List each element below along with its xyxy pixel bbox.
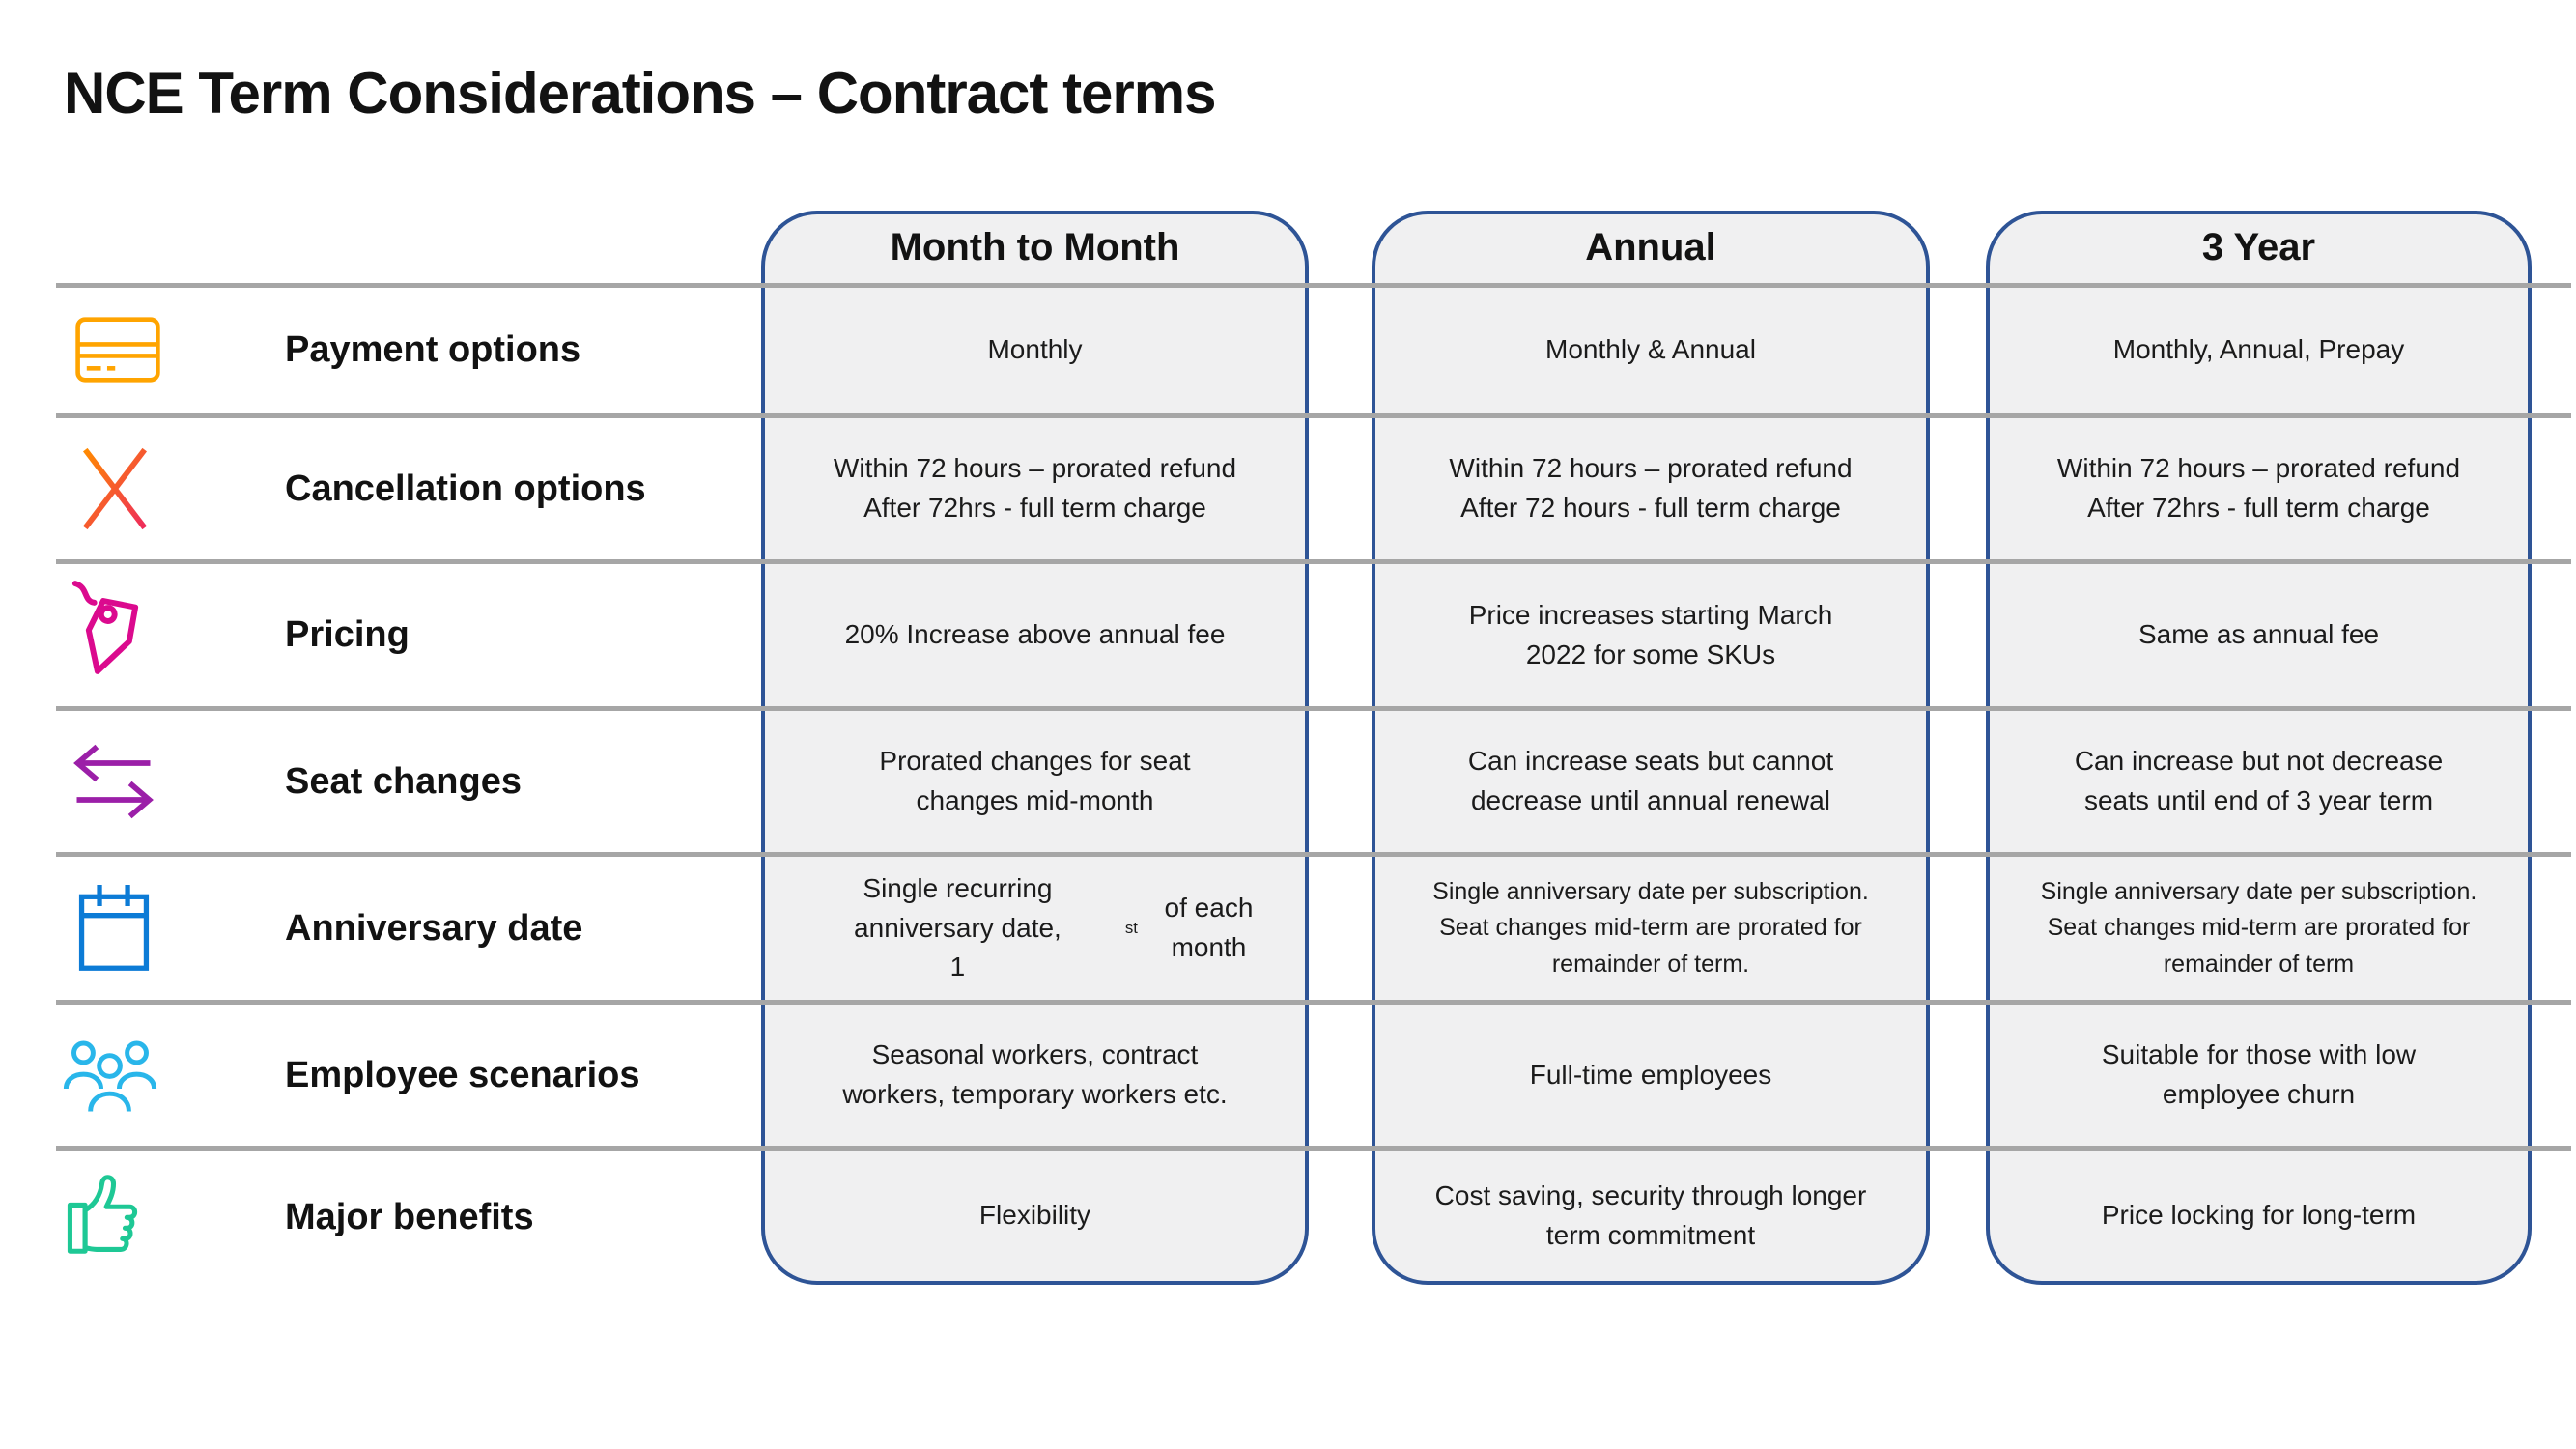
column-header-month-to-month: Month to Month	[890, 226, 1180, 269]
cancel-x-icon	[77, 442, 153, 535]
cell-benefits-month-to-month: Flexibility	[978, 1200, 1091, 1231]
row-divider	[56, 706, 2571, 711]
row-divider	[56, 283, 2571, 288]
credit-card-icon	[73, 315, 162, 384]
row-label-seat-changes: Seat changes	[285, 760, 522, 802]
cell-payment-month-to-month: Monthly	[987, 334, 1083, 365]
cell-payment-3-year: Monthly, Annual, Prepay	[2112, 334, 2405, 365]
cell-benefits-3-year: Price locking for long-term	[2101, 1200, 2417, 1231]
column-header-3-year: 3 Year	[2201, 226, 2316, 269]
column-pill-annual	[1372, 211, 1930, 1285]
page-title: NCE Term Considerations – Contract terms	[64, 61, 1216, 126]
cell-seat-changes-annual: Can increase seats but cannot decrease u…	[1467, 746, 1834, 815]
people-icon	[60, 1035, 160, 1116]
row-label-employee-scenarios: Employee scenarios	[285, 1054, 640, 1095]
row-label-pricing: Pricing	[285, 614, 410, 655]
cell-benefits-annual: Cost saving, security through longer ter…	[1434, 1179, 1867, 1250]
cell-pricing-annual: Price increases starting March 2022 for …	[1468, 599, 1833, 669]
row-label-payment-options: Payment options	[285, 329, 581, 370]
row-divider	[56, 852, 2571, 857]
column-pill-month-to-month	[761, 211, 1309, 1285]
row-label-major-benefits: Major benefits	[285, 1197, 534, 1237]
column-pill-3-year	[1986, 211, 2532, 1285]
cell-anniversary-3-year: Single anniversary date per subscription…	[2040, 877, 2477, 978]
cell-employee-annual: Full-time employees	[1529, 1059, 1772, 1090]
price-tag-icon	[62, 580, 153, 690]
cell-anniversary-annual: Single anniversary date per subscription…	[1432, 877, 1869, 978]
thumbs-up-icon	[64, 1166, 153, 1264]
cell-pricing-month-to-month: 20% Increase above annual fee	[844, 619, 1226, 650]
cell-seat-changes-3-year: Can increase but not decrease seats unti…	[2074, 746, 2444, 815]
cell-cancellation-month-to-month: Within 72 hours – prorated refund After …	[833, 453, 1237, 523]
transfer-arrows-icon	[68, 740, 159, 823]
column-header-annual: Annual	[1585, 226, 1716, 269]
row-label-cancellation-options: Cancellation options	[285, 468, 646, 509]
cell-cancellation-3-year: Within 72 hours – prorated refund After …	[2056, 453, 2461, 523]
row-divider	[56, 413, 2571, 418]
row-divider	[56, 559, 2571, 564]
cell-employee-month-to-month: Seasonal workers, contract workers, temp…	[842, 1039, 1228, 1109]
row-divider	[56, 1000, 2571, 1005]
cell-pricing-3-year: Same as annual fee	[2137, 619, 2380, 650]
row-divider	[56, 1146, 2571, 1151]
cell-cancellation-annual: Within 72 hours – prorated refund After …	[1449, 453, 1853, 523]
cell-employee-3-year: Suitable for those with low employee chu…	[2101, 1039, 2417, 1109]
cell-payment-annual: Monthly & Annual	[1545, 334, 1756, 365]
cell-seat-changes-month-to-month: Prorated changes for seat changes mid-mo…	[879, 746, 1191, 815]
row-label-anniversary-date: Anniversary date	[285, 907, 583, 949]
calendar-icon	[71, 879, 156, 976]
